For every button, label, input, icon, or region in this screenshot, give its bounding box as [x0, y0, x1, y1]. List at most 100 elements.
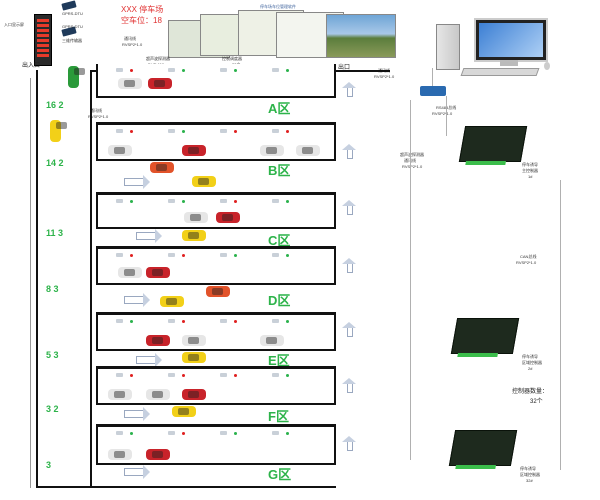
exit-arrow-up	[342, 258, 356, 273]
wireless-module-label: 三维传输器	[62, 38, 82, 43]
right-vertical-bus	[410, 100, 411, 460]
controller-2-name: 停车诱导	[522, 354, 538, 359]
count-sub: 2	[58, 100, 64, 110]
comm-spec-top: RVSP2*1.0	[122, 42, 143, 47]
mouse	[544, 62, 550, 70]
mid-ultrasonic: 超声波探测器	[400, 152, 424, 157]
moving-car-yellow	[172, 406, 196, 417]
gprs-dtu-label-2: GPRS-DTU	[62, 24, 83, 29]
left-bus-line	[30, 78, 31, 488]
parked-car	[146, 449, 170, 460]
count-main: 8	[46, 284, 52, 294]
parked-car	[148, 78, 172, 89]
controller-count-value: 32个	[530, 399, 543, 405]
zone-label-d: D区	[268, 293, 291, 308]
controller-1-name: 停车诱导	[522, 162, 538, 167]
zone-label-a: A区	[268, 101, 291, 116]
exit-spec: RVSP2*1.0	[374, 74, 395, 79]
inner-wall	[90, 70, 92, 488]
can-bus-label: CAN总线	[520, 254, 537, 259]
parking-row-g	[96, 424, 336, 465]
count-sub: 3	[58, 228, 64, 238]
direction-arrow-right	[124, 407, 150, 421]
parked-car	[118, 267, 142, 278]
parking-row-f	[96, 366, 336, 405]
moving-car-red	[206, 286, 230, 297]
parking-row-d	[96, 246, 336, 285]
exit-arrow-up	[342, 322, 356, 337]
entrance-display-panel	[34, 14, 52, 66]
parked-car	[296, 145, 320, 156]
count-main: 3	[46, 404, 52, 414]
parked-car	[108, 145, 132, 156]
count-main: 14	[46, 158, 57, 168]
count-main: 5	[46, 350, 52, 360]
moving-car-yellow	[182, 352, 206, 363]
direction-arrow-right	[124, 175, 150, 189]
lane-car-yellow	[50, 120, 67, 142]
parked-car	[108, 389, 132, 400]
controller-3-role: 区域控制器	[520, 472, 540, 477]
direction-arrow-right	[124, 465, 150, 479]
vacancy-count: 空车位：18	[121, 16, 162, 25]
lot-name: XXX 停车场	[121, 5, 164, 14]
can-bus-line	[560, 180, 561, 470]
count-row-b: 14 2	[46, 158, 64, 168]
entrance-car-green	[68, 66, 85, 88]
moving-car-yellow	[160, 296, 184, 307]
software-title: 停车场车位管理软件	[260, 4, 296, 9]
count-main: 11	[46, 228, 56, 238]
parked-car	[146, 267, 170, 278]
parking-row-e	[96, 312, 336, 351]
controller-3-name: 停车诱导	[520, 466, 536, 471]
parked-car	[146, 389, 170, 400]
entrance-display-label: 入口显示屏	[4, 22, 24, 27]
left-wall	[36, 70, 38, 488]
parking-row-c	[96, 192, 336, 229]
count-row-d: 8 3	[46, 284, 59, 294]
rs485-converter-icon	[420, 86, 446, 96]
direction-arrow-right	[124, 293, 150, 307]
parked-car	[182, 389, 206, 400]
zone-controller-2	[450, 318, 520, 357]
keyboard	[460, 68, 540, 76]
direction-arrow-right	[136, 353, 162, 367]
count-row-c: 11 3	[46, 228, 63, 238]
parked-car	[260, 145, 284, 156]
count-row-g: 3	[46, 460, 51, 470]
zone-label-b: B区	[268, 163, 291, 178]
parked-car	[182, 145, 206, 156]
exit-arrow-up	[342, 82, 356, 97]
moving-car-yellow	[192, 176, 216, 187]
controller-1-role: 主控制器	[522, 168, 538, 173]
computer-tower	[436, 24, 460, 70]
parking-row-b	[96, 122, 336, 161]
rs485-spec: RVSP2*1.0	[432, 111, 453, 116]
parked-car	[184, 212, 208, 223]
count-sub: 2	[58, 158, 64, 168]
exit-arrow-up	[342, 144, 356, 159]
count-sub: 3	[53, 350, 59, 360]
controller-3-id: 32#	[526, 478, 533, 483]
moving-car-yellow	[182, 230, 206, 241]
bottom-wall	[36, 486, 336, 488]
count-sub: 2	[53, 404, 59, 414]
row-spec: RVSP2*1.0	[88, 114, 109, 119]
parked-car	[216, 212, 240, 223]
count-row-f: 3 2	[46, 404, 59, 414]
zone-label-g: G区	[268, 467, 292, 482]
controller-1-id: 1#	[528, 174, 533, 179]
zone-controller-32	[448, 430, 518, 469]
count-row-e: 5 3	[46, 350, 59, 360]
parked-car	[146, 335, 170, 346]
exit-arrow-up	[342, 200, 356, 215]
gprs-dtu-label-1: GPRS-DTU	[62, 11, 83, 16]
monitor-stand	[500, 60, 518, 66]
parking-row-a	[96, 64, 336, 98]
exit-arrow-up	[342, 378, 356, 393]
parked-car	[182, 335, 206, 346]
can-bus-spec: RVSP2*1.0	[516, 260, 537, 265]
exit-arrow-up	[342, 436, 356, 451]
count-sub: 3	[53, 284, 59, 294]
parked-car	[108, 449, 132, 460]
